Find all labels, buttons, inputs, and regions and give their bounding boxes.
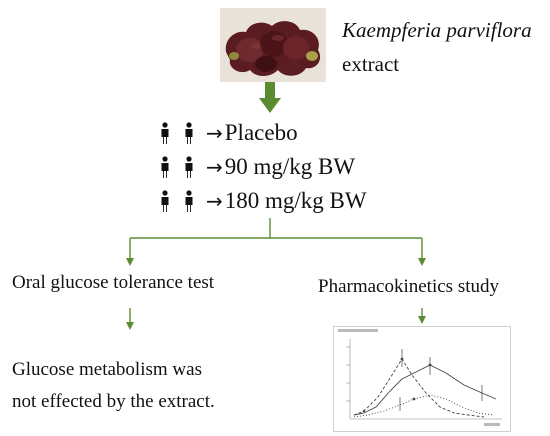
conclusion-line-2: not effected by the extract.	[12, 391, 215, 412]
kaempferia-rhizome-photo	[220, 8, 326, 82]
person-pair	[160, 122, 194, 144]
conclusion-line-1: Glucose metabolism was	[12, 359, 202, 380]
group-label-90mg: 90 mg/kg BW	[224, 154, 356, 179]
green-down-arrow-icon	[259, 82, 281, 114]
ogtt-conclusion: Glucose metabolism was not effected by t…	[12, 354, 272, 418]
person-icon	[161, 122, 169, 144]
extract-species-name: Kaempferia parviflora	[342, 18, 532, 42]
person-icon	[185, 156, 193, 178]
pharmacokinetics-plot-thumbnail	[333, 326, 511, 432]
person-pair	[160, 156, 194, 178]
right-arrow-icon: →	[206, 155, 223, 179]
person-pair	[160, 190, 194, 212]
right-arrow-icon: →	[206, 189, 223, 213]
group-row-placebo: → Placebo	[160, 120, 298, 146]
group-label-180mg: 180 mg/kg BW	[224, 188, 367, 213]
group-row-90: → 90 mg/kg BW	[160, 154, 355, 180]
person-icon	[185, 122, 193, 144]
person-icon	[161, 156, 169, 178]
right-arrow-icon: →	[206, 121, 223, 145]
person-icon	[185, 190, 193, 212]
branch-connectors	[0, 212, 550, 342]
pharmacokinetics-title: Pharmacokinetics study	[318, 276, 499, 297]
extract-label: extract	[342, 52, 400, 76]
group-row-180: → 180 mg/kg BW	[160, 188, 367, 214]
person-icon	[161, 190, 169, 212]
ogtt-title: Oral glucose tolerance test	[12, 272, 215, 293]
group-label-placebo: Placebo	[224, 120, 298, 145]
